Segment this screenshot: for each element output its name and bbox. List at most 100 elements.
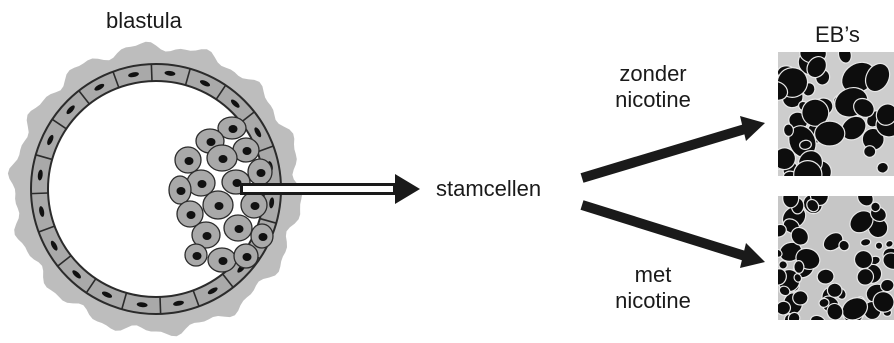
cell-nucleus bbox=[128, 72, 139, 78]
cell-border bbox=[192, 290, 200, 307]
micrograph-blob bbox=[778, 248, 783, 258]
icm-nucleus bbox=[176, 187, 186, 195]
cell-nucleus bbox=[72, 270, 82, 279]
micrograph-blob bbox=[856, 196, 874, 207]
micrograph-blob bbox=[778, 223, 787, 238]
micrograph-blob bbox=[793, 260, 805, 274]
micrograph-blob bbox=[876, 161, 889, 174]
micrograph-blob bbox=[822, 232, 844, 252]
cell-border bbox=[31, 192, 49, 195]
inner-cell-mass bbox=[168, 116, 274, 273]
icm-nucleus bbox=[202, 232, 212, 240]
micrograph-blob bbox=[778, 268, 787, 286]
cell-nucleus bbox=[254, 127, 262, 138]
micrograph-blob bbox=[818, 297, 830, 308]
icm-nucleus bbox=[234, 225, 244, 233]
micrograph-blob bbox=[841, 297, 869, 320]
cell-nucleus bbox=[199, 80, 211, 87]
icm-nucleus bbox=[228, 125, 238, 133]
icm-nucleus bbox=[256, 169, 266, 177]
micrograph-blob bbox=[853, 97, 875, 118]
cell-border bbox=[85, 278, 97, 294]
micrograph-blob bbox=[826, 282, 843, 299]
micrograph-blob bbox=[782, 196, 800, 209]
icm-nucleus bbox=[192, 252, 202, 260]
micrograph-blob bbox=[814, 120, 846, 147]
icm-nucleus bbox=[242, 253, 252, 261]
cell-nucleus bbox=[136, 302, 148, 308]
micrograph-blob bbox=[885, 239, 894, 248]
label-stamcellen: stamcellen bbox=[436, 176, 542, 201]
label-zonder: zonder bbox=[619, 61, 687, 86]
label-zonder-nicotine: zonder nicotine bbox=[598, 61, 708, 113]
icm-nucleus bbox=[218, 155, 228, 163]
cell-border bbox=[222, 273, 234, 288]
icm-nucleus bbox=[232, 179, 242, 187]
label-zonder-nicotine-word: nicotine bbox=[615, 87, 691, 112]
cell-nucleus bbox=[101, 291, 113, 298]
micrograph-blob bbox=[875, 103, 894, 126]
micrograph-blob bbox=[793, 159, 823, 176]
micrograph-blob bbox=[853, 250, 874, 270]
micrograph-blob bbox=[856, 268, 875, 286]
micrograph-blob bbox=[872, 291, 894, 313]
micrograph-blob bbox=[787, 311, 801, 320]
cell-nucleus bbox=[39, 206, 45, 217]
cell-nucleus bbox=[230, 99, 240, 108]
label-blastula: blastula bbox=[106, 8, 182, 33]
cell-border bbox=[259, 217, 277, 224]
micrograph-blob bbox=[870, 201, 881, 213]
cell-border bbox=[38, 225, 55, 233]
cell-nucleus bbox=[269, 197, 275, 209]
icm-nucleus bbox=[218, 257, 228, 265]
micrograph-blob bbox=[809, 314, 826, 320]
icm-nucleus bbox=[184, 157, 194, 165]
micrograph-blob bbox=[806, 198, 820, 213]
micrograph-blob bbox=[882, 252, 894, 270]
icm-nucleus bbox=[197, 180, 207, 188]
micrograph-blob bbox=[778, 80, 789, 101]
cell-nucleus bbox=[37, 169, 43, 181]
arrow-to-met-nicotine bbox=[580, 200, 765, 268]
micrograph-met-nicotine bbox=[778, 196, 894, 320]
icm-nucleus bbox=[206, 138, 216, 146]
micrograph-blob bbox=[837, 52, 852, 64]
micrograph-blob bbox=[864, 62, 891, 93]
cell-border bbox=[159, 296, 162, 314]
cell-border bbox=[150, 64, 153, 82]
cell-border bbox=[78, 90, 90, 105]
cell-border bbox=[57, 255, 72, 267]
label-eb: EB’s bbox=[815, 22, 860, 47]
cell-nucleus bbox=[173, 300, 184, 306]
cell-nucleus bbox=[47, 134, 54, 146]
cell-nucleus bbox=[66, 105, 75, 115]
arrow-to-stamcellen bbox=[240, 174, 420, 204]
label-met: met bbox=[634, 262, 672, 287]
icm-nucleus bbox=[258, 233, 268, 241]
icm-nucleus bbox=[242, 147, 252, 155]
cell-nucleus bbox=[207, 287, 218, 295]
micrograph-blob bbox=[859, 238, 872, 247]
micrograph-blob bbox=[826, 302, 844, 320]
cell-border bbox=[51, 118, 67, 130]
icm-nucleus bbox=[214, 202, 224, 210]
micrograph-blob bbox=[778, 300, 792, 316]
cell-nucleus bbox=[50, 240, 58, 251]
micrograph-blob bbox=[816, 268, 835, 285]
cell-border bbox=[257, 145, 274, 153]
cell-nucleus bbox=[164, 70, 176, 76]
micrograph-blob bbox=[778, 147, 797, 171]
icm-nucleus bbox=[186, 211, 196, 219]
label-met-nicotine-word: nicotine bbox=[615, 288, 691, 313]
micrograph-blob bbox=[792, 290, 809, 306]
micrograph-blob bbox=[838, 239, 850, 252]
micrograph-blob bbox=[778, 285, 791, 297]
micrograph-blob bbox=[793, 273, 803, 283]
cell-border bbox=[112, 71, 120, 88]
micrograph-blob bbox=[782, 123, 795, 137]
micrograph-blob bbox=[790, 226, 809, 246]
micrograph-zonder-nicotine bbox=[778, 52, 894, 176]
icm-nucleus bbox=[250, 202, 260, 210]
micrograph-blob bbox=[806, 56, 828, 79]
